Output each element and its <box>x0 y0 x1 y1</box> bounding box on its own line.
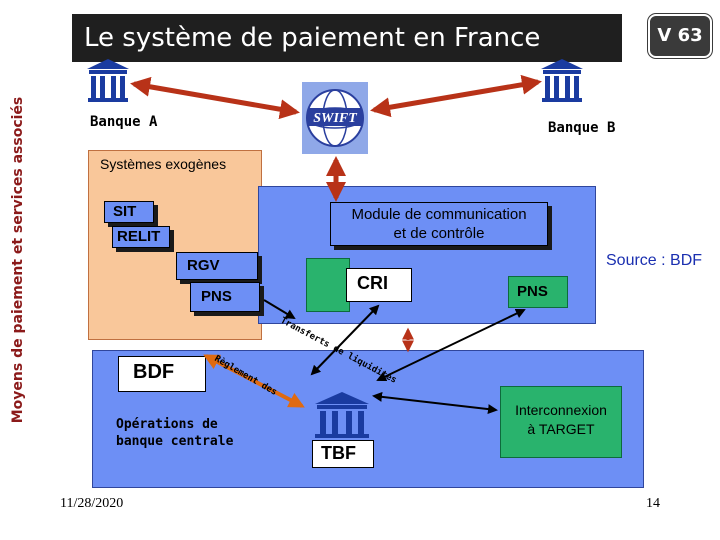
cri-label: CRI <box>357 273 388 293</box>
settlement-label: Règlement des <box>213 353 280 398</box>
pns-left-arrow <box>263 299 296 320</box>
swift-logo: SWIFT <box>302 82 368 154</box>
tbf-box: TBF <box>312 440 374 468</box>
bank-b-building-icon <box>540 58 584 102</box>
target-interconnection-box: Interconnexion à TARGET <box>500 386 622 458</box>
relit-label: RELIT <box>117 228 161 245</box>
communication-module-box: Module de communication et de contrôle <box>330 202 548 246</box>
pns-right-label: PNS <box>517 283 548 300</box>
cri-tbf-arrow <box>310 304 380 376</box>
tbf-target-arrow <box>372 391 498 415</box>
bank-a-swift-arrow <box>130 76 300 120</box>
exogenous-systems-label: Systèmes exogènes <box>100 156 227 172</box>
vertical-section-title: Moyens de paiement et services associés <box>0 30 34 490</box>
sit-label: SIT <box>113 203 137 220</box>
source-label: Source : BDF <box>606 252 703 269</box>
communication-module-label: Module de communication et de contrôle <box>351 206 527 242</box>
bank-b-label: Banque B <box>548 120 616 136</box>
relit-box: RELIT <box>112 226 170 248</box>
tbf-building-icon <box>314 392 370 438</box>
bdf-box: BDF <box>118 356 206 392</box>
target-interconnection-label: Interconnexion à TARGET <box>515 402 607 437</box>
central-bank-operations-label: Opérations de banque centrale <box>116 417 234 449</box>
sit-box: SIT <box>104 201 154 223</box>
pns-left-box: PNS <box>190 282 260 312</box>
slide-title: Le système de paiement en France <box>84 23 541 53</box>
rgv-label: RGV <box>187 257 220 274</box>
svg-text:SWIFT: SWIFT <box>313 111 358 126</box>
bdf-tbf-orange-arrow <box>203 354 305 408</box>
swift-bank-b-arrow <box>370 74 542 118</box>
page-number: 14 <box>646 496 660 511</box>
pns-right-box: PNS <box>508 276 568 308</box>
version-badge: V 63 <box>648 14 712 58</box>
liquidity-transfer-label: Transferts de liquidités <box>279 315 399 386</box>
cri-box: CRI <box>346 268 412 302</box>
bdf-label: BDF <box>133 361 175 383</box>
version-label: V 63 <box>657 25 703 46</box>
pns-left-label: PNS <box>201 288 232 305</box>
slide-title-bar: Le système de paiement en France <box>72 14 622 62</box>
rgv-box: RGV <box>176 252 258 280</box>
svg-text:Moyens de paiement et services: Moyens de paiement et services associés <box>10 97 26 424</box>
bank-a-building-icon <box>86 58 130 102</box>
slide-date: 11/28/2020 <box>60 496 124 511</box>
pns-tbf-arrow <box>376 308 526 382</box>
tbf-label: TBF <box>321 443 356 463</box>
